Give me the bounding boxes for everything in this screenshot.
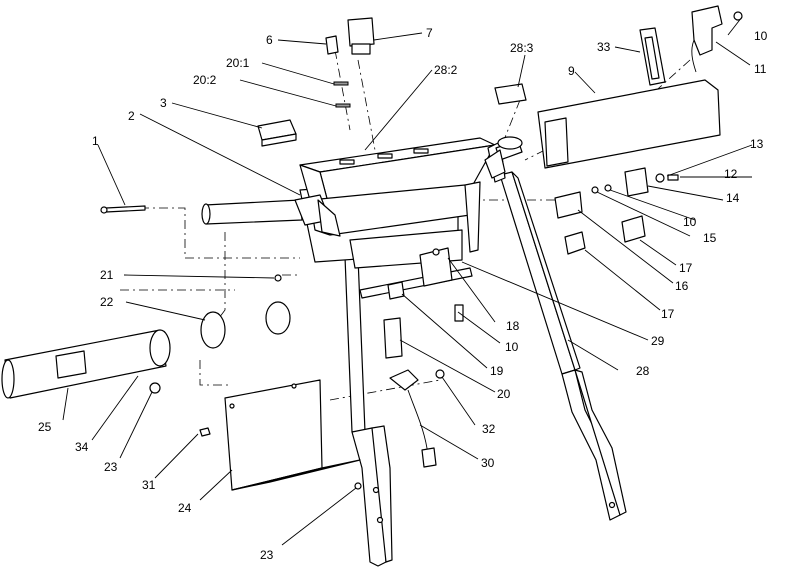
callout-14: 14 xyxy=(726,191,740,205)
right-frame-leg xyxy=(499,171,627,521)
callout-24: 24 xyxy=(178,501,192,515)
decal-plate xyxy=(537,79,721,169)
bolt xyxy=(100,205,146,214)
callout-3: 3 xyxy=(160,96,167,110)
hose-clamps xyxy=(200,274,291,349)
callout-33: 33 xyxy=(597,40,611,54)
callout-21: 21 xyxy=(100,268,114,282)
callout-23-bottom: 23 xyxy=(260,548,274,562)
wiring-harness xyxy=(389,369,445,468)
callout-28-2: 28:2 xyxy=(434,63,458,77)
callout-20-1: 20:1 xyxy=(226,56,250,70)
cover-plate xyxy=(224,379,361,491)
callout-labels: 1 2 3 6 7 9 10 10 10 11 12 13 14 15 16 1… xyxy=(38,26,768,562)
handle-bar xyxy=(201,194,341,237)
callout-22: 22 xyxy=(100,295,114,309)
callout-17-upper: 17 xyxy=(679,261,693,275)
callout-17-lower: 17 xyxy=(661,307,675,321)
callout-11: 11 xyxy=(754,62,767,76)
switch-assembly-right xyxy=(591,167,679,197)
fasteners xyxy=(149,382,362,490)
callout-10-top: 10 xyxy=(754,29,768,43)
relay-block xyxy=(257,119,297,147)
callout-25: 25 xyxy=(38,420,52,434)
callout-10-lower: 10 xyxy=(505,340,519,354)
callout-23-left: 23 xyxy=(104,460,118,474)
callout-16: 16 xyxy=(675,279,689,293)
callout-31: 31 xyxy=(142,478,156,492)
callout-15: 15 xyxy=(703,231,717,245)
terminal-block xyxy=(419,247,453,287)
callout-32: 32 xyxy=(482,422,496,436)
callout-13: 13 xyxy=(750,137,764,151)
callout-6: 6 xyxy=(266,33,273,47)
leader-lines xyxy=(62,16,753,546)
left-frame-leg xyxy=(343,231,393,567)
callout-30: 30 xyxy=(481,456,495,470)
callout-20: 20 xyxy=(497,387,511,401)
callout-9: 9 xyxy=(568,64,575,78)
callout-20-2: 20:2 xyxy=(193,73,217,87)
callout-34: 34 xyxy=(75,440,89,454)
callout-10-mid: 10 xyxy=(683,215,697,229)
key-switch-assembly xyxy=(325,17,375,108)
callout-29: 29 xyxy=(651,334,665,348)
callout-7: 7 xyxy=(426,26,433,40)
callout-1: 1 xyxy=(92,134,99,148)
connectors xyxy=(383,281,464,359)
callout-2: 2 xyxy=(128,109,135,123)
grip-sleeve xyxy=(1,329,171,399)
callout-28-3: 28:3 xyxy=(510,41,534,55)
callout-28: 28 xyxy=(636,364,650,378)
decal-strip xyxy=(639,27,666,86)
callout-12: 12 xyxy=(724,167,738,181)
right-handle-grip xyxy=(484,83,527,179)
callout-19: 19 xyxy=(490,364,504,378)
callout-18: 18 xyxy=(506,319,520,333)
switch-bracket xyxy=(554,191,646,255)
control-lever-cable xyxy=(691,5,743,73)
